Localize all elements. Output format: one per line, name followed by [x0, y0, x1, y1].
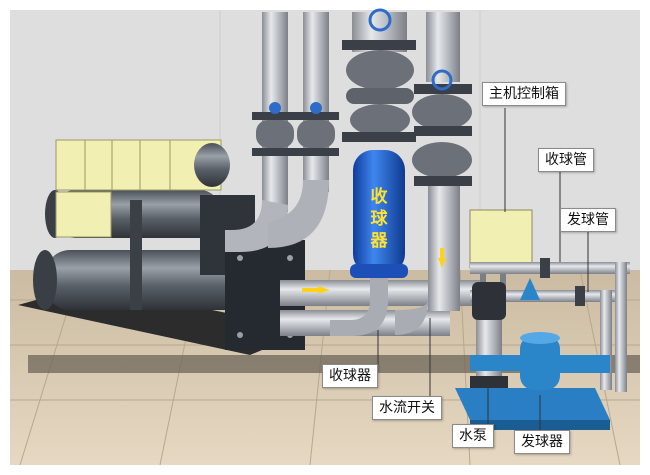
ball-collector-column	[330, 8, 416, 336]
collector-char-1: 收	[370, 187, 388, 207]
collector-char-2: 球	[370, 209, 388, 229]
host-control-box	[469, 209, 533, 269]
flow-arrow-2	[438, 258, 446, 268]
callout-leaders	[377, 108, 589, 430]
collector-char-3: 器	[370, 231, 388, 251]
flow-arrow-1	[318, 286, 330, 294]
callout-ball-launcher: 发球器	[514, 430, 570, 454]
callout-water-flow-switch: 水流开关	[372, 396, 442, 420]
callout-ball-collect-pipe: 收球管	[538, 148, 594, 172]
supply-pipes	[225, 12, 339, 252]
callout-host-control-box: 主机控制箱	[482, 82, 566, 106]
chiller-unit	[33, 139, 305, 350]
callout-ball-collector: 收球器	[322, 364, 378, 388]
callout-water-pump: 水泵	[452, 424, 494, 448]
ball-collector-body	[353, 150, 405, 274]
callout-ball-launch-pipe: 发球管	[560, 208, 616, 232]
return-pipe	[395, 12, 472, 335]
ball-collector-body-label: 收 球 器	[368, 186, 390, 252]
control-box-assembly	[469, 209, 630, 392]
